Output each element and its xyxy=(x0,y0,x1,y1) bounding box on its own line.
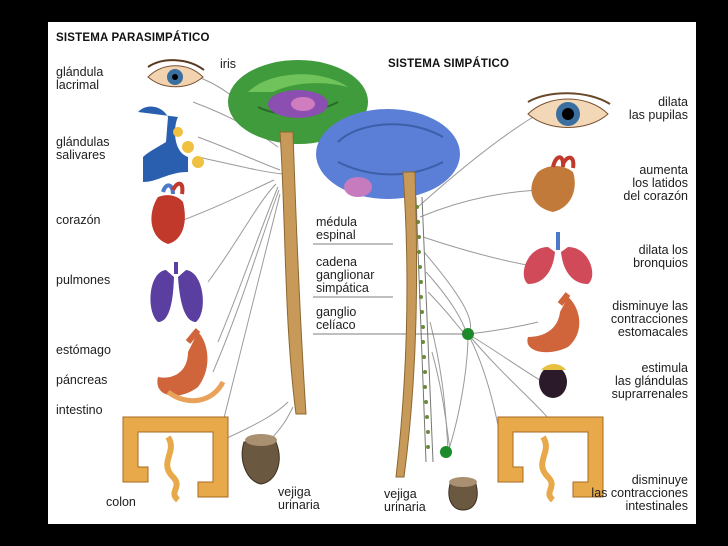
bladder-icon-right xyxy=(448,477,478,511)
label-adrenal-glands: estimula las glándulas suprarrenales xyxy=(611,361,688,401)
label-bladder-right: vejiga urinaria xyxy=(384,487,426,514)
label-colon: colon xyxy=(106,495,136,509)
label-spinal-cord: médula espinal xyxy=(316,215,357,242)
label-stomach-contractions: disminuye las contracciones estomacales xyxy=(610,299,688,339)
brain-icon xyxy=(228,60,368,144)
lungs-icon-right xyxy=(523,232,593,284)
label-iris: iris xyxy=(220,57,236,71)
label-lungs: pulmones xyxy=(56,273,111,287)
lower-ganglion-icon xyxy=(440,446,452,458)
celiac-ganglion-icon xyxy=(462,328,474,340)
intestine-icon xyxy=(122,416,229,503)
heart-icon-right xyxy=(531,155,576,212)
label-dilate-bronchi: dilata los bronquios xyxy=(633,243,688,270)
label-lacrimal-gland: glándula lacrimal xyxy=(56,65,104,92)
label-intestinal-contractions: disminuye las contracciones intestinales xyxy=(591,473,688,513)
label-intestine: intestino xyxy=(56,403,103,417)
bladder-icon xyxy=(241,434,280,485)
diagram-panel: SISTEMA PARASIMPÁTICO SISTEMA SIMPÁTICO … xyxy=(48,22,696,524)
intestine-icon-right xyxy=(497,416,604,503)
label-dilate-pupils: dilata las pupilas xyxy=(628,95,688,122)
brain-icon-sympathetic xyxy=(316,109,460,199)
label-leaders xyxy=(313,243,466,335)
stomach-icon-right xyxy=(527,292,580,353)
label-salivary-glands: glándulas salivares xyxy=(56,135,110,162)
label-bladder-left: vejiga urinaria xyxy=(278,485,320,512)
label-heart: corazón xyxy=(56,213,101,227)
lungs-icon xyxy=(150,262,203,322)
sympathetic-chain-ganglia xyxy=(415,205,430,449)
adrenal-gland-icon xyxy=(539,364,567,398)
label-stomach: estómago xyxy=(56,343,111,357)
label-sympathetic-chain: cadena ganglionar simpática xyxy=(316,255,375,295)
eye-icon-right xyxy=(527,92,611,128)
head-icon xyxy=(138,106,204,182)
label-increase-heartbeat: aumenta los latidos del corazón xyxy=(623,163,688,203)
nervous-system-illustration xyxy=(122,59,611,511)
label-pancreas: páncreas xyxy=(56,373,108,387)
label-celiac-ganglion: ganglio celíaco xyxy=(316,305,357,332)
eye-icon xyxy=(147,59,205,88)
stomach-icon xyxy=(157,328,226,404)
sympathetic-chain xyxy=(415,196,434,463)
spinal-cord-icon xyxy=(279,131,307,415)
spinal-cord-icon-sympathetic xyxy=(395,171,418,478)
title-parasympathetic: SISTEMA PARASIMPÁTICO xyxy=(56,32,210,44)
heart-icon xyxy=(151,181,185,244)
title-sympathetic: SISTEMA SIMPÁTICO xyxy=(388,58,510,70)
